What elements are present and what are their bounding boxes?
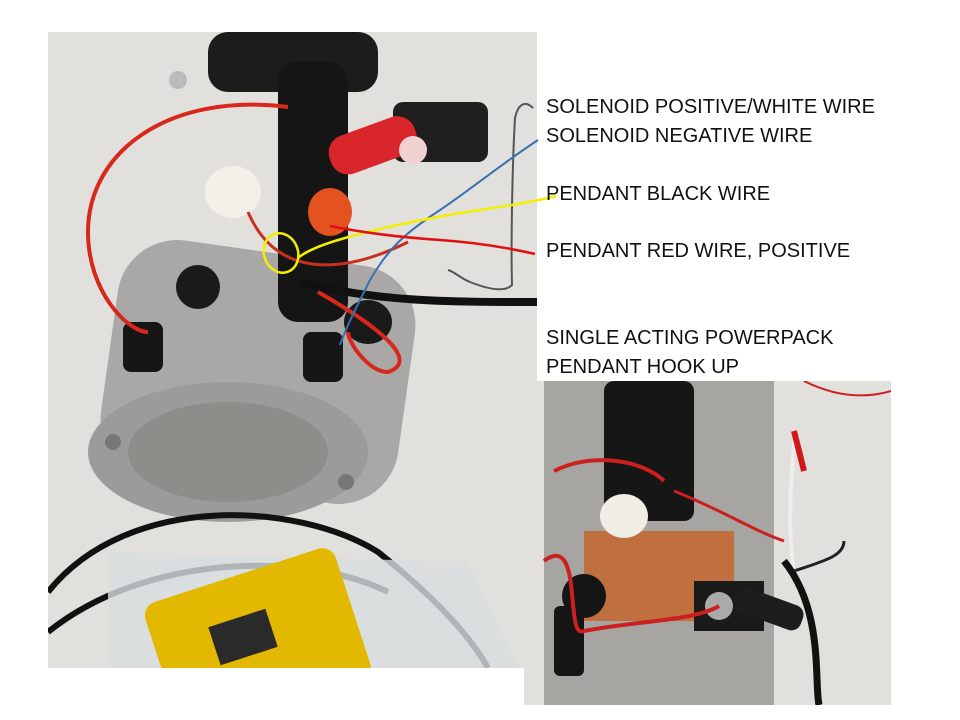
caption-line-1: SINGLE ACTING POWERPACK <box>546 327 834 349</box>
label-pendant-red: PENDANT RED WIRE, POSITIVE <box>546 240 851 262</box>
label-pendant-black: PENDANT BLACK WIRE <box>546 183 771 205</box>
powerpack-photo-inset <box>524 381 891 705</box>
label-solenoid-negative: SOLENOID NEGATIVE WIRE <box>546 125 813 147</box>
label-solenoid-positive: SOLENOID POSITIVE/WHITE WIRE <box>546 96 875 118</box>
caption-line-2: PENDANT HOOK UP <box>546 356 739 378</box>
powerpack-photo-main <box>48 32 537 668</box>
